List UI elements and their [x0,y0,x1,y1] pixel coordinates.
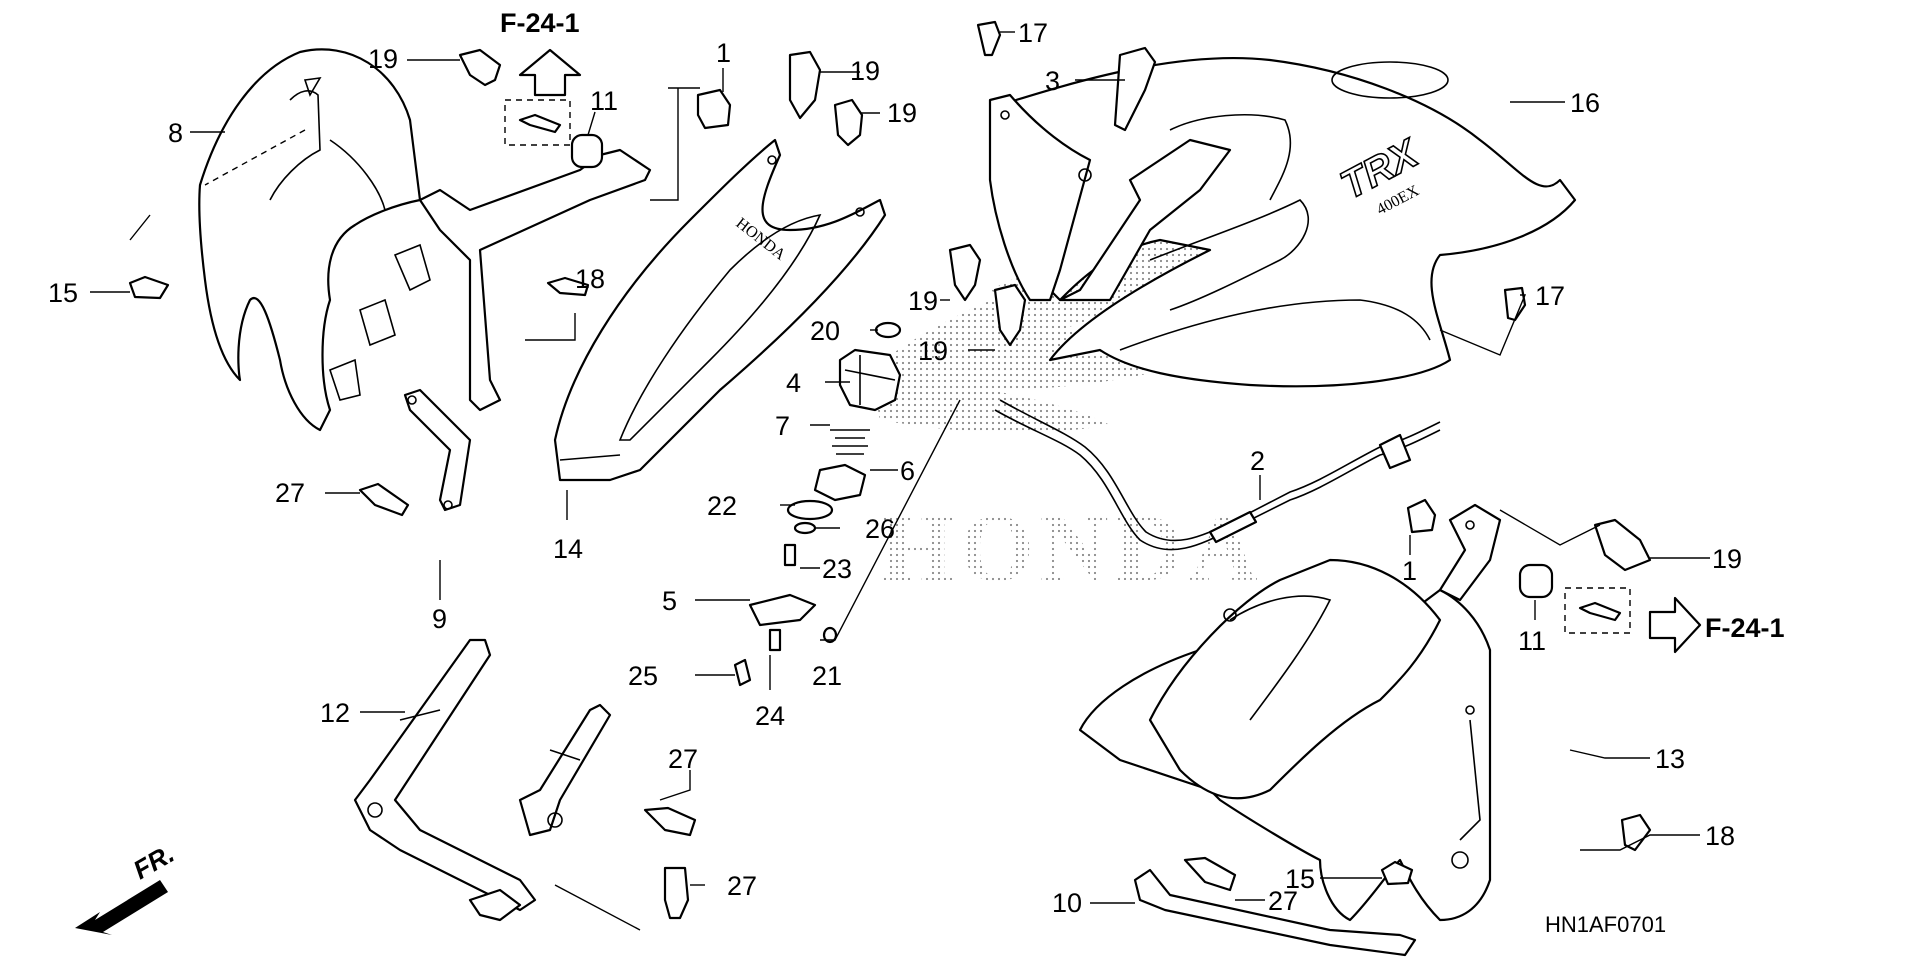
collar-1-top [696,88,732,130]
callout-13: 13 [1655,744,1685,774]
ref-arrow-up [518,48,582,97]
callout-4: 4 [786,368,801,398]
callout-18: 18 [575,264,605,294]
part-22-seal [786,499,834,521]
callout-1: 1 [1402,556,1417,586]
callout-16: 16 [1570,88,1600,118]
part-26-washer [793,521,817,535]
callout-9: 9 [432,604,447,634]
callout-17: 17 [1018,18,1048,48]
collar-1-right [1406,498,1437,534]
part-7-spring [830,429,870,455]
bolt-27-b [643,806,697,837]
callout-3: 3 [1045,66,1060,96]
bolt-27-a [358,482,410,517]
part-24-screw [768,628,782,652]
callout-27: 27 [275,478,305,508]
front-direction-arrow: FR. [75,838,179,935]
callout-6: 6 [900,456,915,486]
part-13-right-fender [1078,558,1492,922]
callout-2: 2 [1250,446,1265,476]
part-21-washer [822,626,838,644]
callout-18: 18 [1705,821,1735,851]
clip-19-f [1593,518,1652,572]
part-16-tank-cover: TRX 400EX [998,56,1577,388]
ref-arrow-right [1648,596,1702,654]
callout-21: 21 [812,661,842,691]
callout-15: 15 [48,278,78,308]
callout-11: 11 [590,86,618,116]
callout-12: 12 [320,698,350,728]
callout-14: 14 [553,534,583,564]
part-center-bracket [329,148,652,412]
bolt-17-top [976,20,1002,57]
fastener-3 [1113,46,1157,132]
honda-watermark-text: HONDA [880,495,1264,601]
callout-27: 27 [1268,886,1298,916]
grommet-11-left [570,133,604,169]
callout-26: 26 [865,514,895,544]
grommet-20 [874,321,902,339]
nut-15-left [128,275,170,300]
part-6-cap [813,463,867,502]
throttle-assembly [733,348,902,687]
diagram-code: HN1AF0701 [1545,912,1666,937]
callout-labels: 19 11 8 15 1 19 19 18 14 27 9 12 4 20 7 … [48,18,1742,918]
callout-7: 7 [775,411,790,441]
part-23-screw [783,543,797,567]
clip-19-b [788,50,822,120]
part-inner-shroud [988,93,1232,302]
grommet-11-right [1518,563,1554,599]
bolt-18-right [1620,813,1652,852]
clip-19-c [833,98,864,147]
callout-11: 11 [1518,626,1546,656]
callout-24: 24 [755,701,785,731]
fasteners [128,20,1652,920]
part-8-left-fender [198,48,422,432]
callout-27: 27 [727,871,757,901]
callout-19: 19 [1712,544,1742,574]
clip-19-a [458,48,502,87]
clip-19-e [993,283,1027,347]
part-right-bracket [1438,503,1502,602]
part-2-throttle-cable [994,399,1441,551]
part-12-frame-stay [353,638,612,922]
callout-23: 23 [822,554,852,584]
ref-label-top: F-24-1 [500,8,580,38]
callout-19: 19 [368,44,398,74]
callout-19: 19 [908,286,938,316]
bolt-18-left [546,276,590,297]
callout-19: 19 [918,336,948,366]
part-5-plate [748,593,817,627]
nut-15-right [1380,860,1414,886]
ref-label-right: F-24-1 [1705,613,1785,643]
callout-5: 5 [662,586,677,616]
bolt-17-right [1503,286,1527,322]
callout-1: 1 [716,38,731,68]
bolt-27-c [663,866,690,920]
front-indicator-text: FR. [128,838,179,885]
callout-17: 17 [1535,281,1565,311]
callout-19: 19 [887,98,917,128]
bolt-27-d [1183,856,1237,892]
clip-19-d [948,243,982,302]
callout-8: 8 [168,118,183,148]
callout-20: 20 [810,316,840,346]
callout-10: 10 [1052,888,1082,918]
leader-lines [90,31,1710,931]
part-25-screw [733,658,752,687]
callout-22: 22 [707,491,737,521]
callout-27: 27 [668,744,698,774]
callout-19: 19 [850,56,880,86]
part-4-throttle-housing [838,348,902,412]
callout-15: 15 [1285,864,1315,894]
part-10-bracket [1133,868,1417,957]
callout-25: 25 [628,661,658,691]
part-9-bracket [403,388,472,512]
